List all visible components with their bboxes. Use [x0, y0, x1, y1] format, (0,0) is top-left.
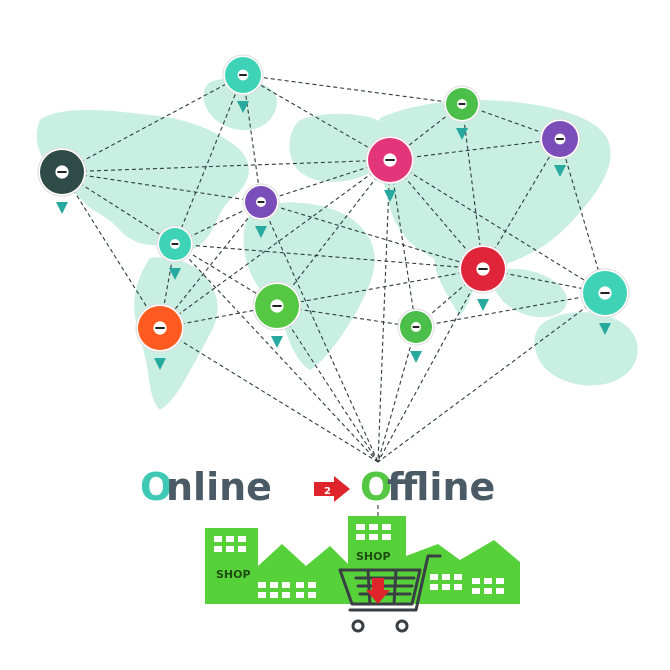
pin-tail [477, 299, 489, 311]
arrow-number: 2 [324, 486, 331, 497]
connector-n1-n2 [61, 74, 244, 173]
connector-n5-n12 [389, 159, 417, 328]
connector-n1-n10 [61, 171, 161, 329]
shop-sign-right: SHOP [356, 550, 391, 563]
connector-n2-n6 [242, 74, 262, 203]
title-online-rest: nline [166, 465, 272, 509]
down-arrow-icon [366, 578, 390, 604]
connector-n5-n10 [159, 159, 391, 329]
continent-africa [243, 202, 375, 370]
pin-tail [384, 190, 396, 202]
connector-n5-n9 [389, 159, 606, 294]
pin-tail [169, 268, 181, 280]
pin-tail [554, 165, 566, 177]
connector-n4-n9 [559, 138, 606, 294]
continent-australia [534, 312, 638, 386]
connector-n7-hub [174, 243, 379, 463]
minus-circle-icon [153, 321, 167, 335]
connector-n2-n3 [242, 74, 463, 105]
connector-n12-hub [377, 326, 417, 463]
connector-n4-n5 [389, 138, 561, 161]
red-arrow-icon: 2 [314, 476, 350, 502]
pin-tail [456, 128, 468, 140]
location-pin-n4 [539, 118, 581, 177]
shopping-cart-icon [338, 554, 442, 633]
continent-southeast-asia [492, 268, 567, 318]
shop-windows [214, 524, 504, 598]
pin-tail [154, 358, 166, 370]
minus-circle-icon [170, 239, 180, 249]
location-pin-n9 [580, 268, 630, 335]
title-offline-rest: ffline [387, 465, 495, 509]
location-pin-n11 [252, 281, 302, 348]
location-pin-n8 [458, 244, 508, 311]
minus-circle-icon [476, 262, 490, 276]
shops-skyline: SHOP SHOP [205, 516, 520, 604]
location-pin-n1 [37, 147, 87, 214]
pin-tail [410, 351, 422, 363]
connector-n10-hub [159, 327, 379, 463]
connector-n6-n10 [159, 201, 262, 329]
location-pin-n3 [443, 85, 481, 140]
minus-circle-icon [270, 299, 284, 313]
location-pin-n6 [242, 183, 280, 238]
pin-tail [255, 226, 267, 238]
pin-tail [271, 336, 283, 348]
minus-circle-icon [237, 69, 249, 81]
pin-tail [56, 202, 68, 214]
shop-sign-left: SHOP [216, 568, 251, 581]
minus-circle-icon [457, 99, 467, 109]
pin-tail [599, 323, 611, 335]
continent-north-america [36, 110, 249, 250]
connector-n11-hub [276, 305, 379, 463]
location-pin-n2 [222, 54, 264, 113]
title-offline-first-letter: O [360, 465, 392, 509]
minus-circle-icon [411, 322, 421, 332]
connector-n2-n7 [174, 74, 244, 245]
title-online-first-letter: O [140, 465, 172, 509]
online-to-offline-title: O nline 2 O ffline [140, 465, 495, 509]
minus-circle-icon [598, 286, 612, 300]
minus-circle-icon [383, 153, 397, 167]
connector-n5-n11 [276, 159, 391, 307]
connector-n9-hub [377, 292, 606, 463]
pin-tail [237, 101, 249, 113]
minus-circle-icon [256, 197, 266, 207]
connector-n8-hub [377, 268, 484, 463]
location-pin-n12 [397, 308, 435, 363]
continent-asia [377, 100, 611, 271]
connector-n2-n5 [242, 74, 391, 161]
connector-n6-hub [260, 201, 379, 463]
minus-circle-icon [55, 165, 69, 179]
location-pins [37, 54, 630, 370]
connector-n7-n8 [174, 243, 484, 270]
connector-n5-hub [377, 159, 391, 463]
world-map [36, 78, 638, 410]
location-pin-n5 [365, 135, 415, 202]
location-pin-n7 [156, 225, 194, 280]
connector-n1-n6 [61, 171, 262, 203]
connector-n6-n8 [260, 201, 484, 270]
location-pin-n10 [135, 303, 185, 370]
connector-n1-n5 [61, 159, 391, 173]
minus-circle-icon [554, 133, 566, 145]
